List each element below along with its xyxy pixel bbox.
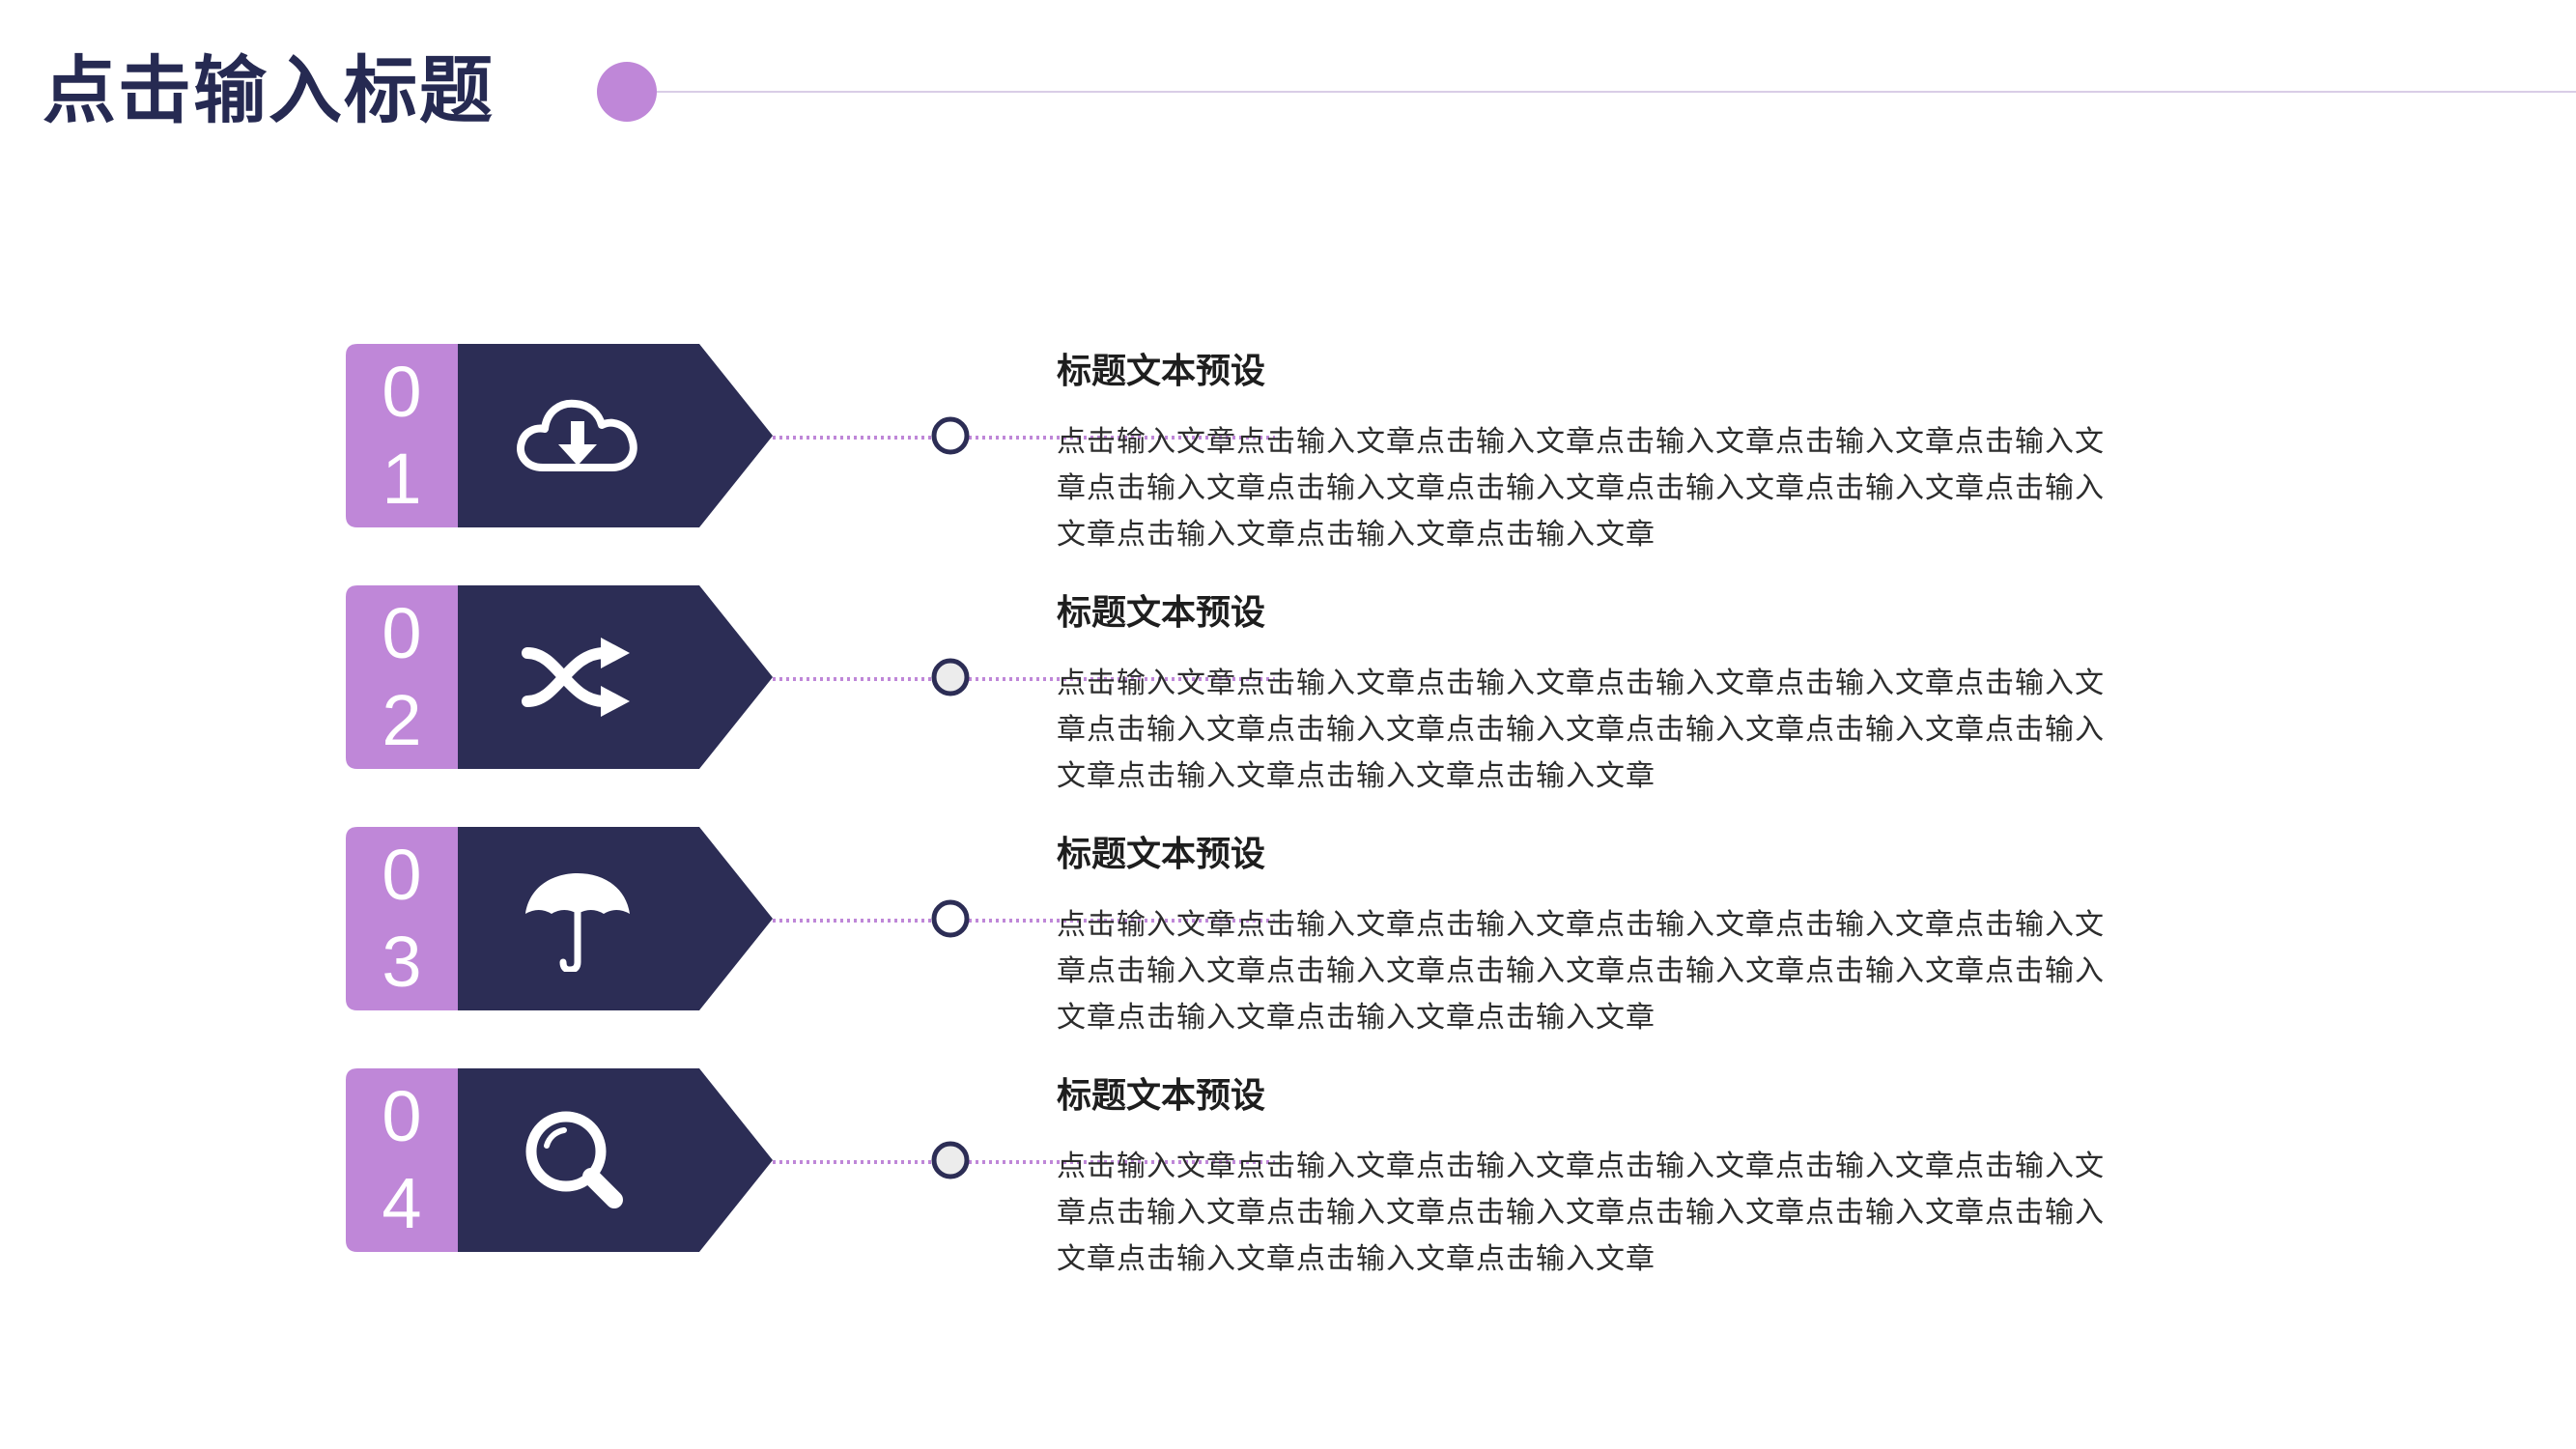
- connector-node-circle: [931, 899, 970, 938]
- item-number-digit: 4: [382, 1163, 422, 1243]
- list-item-3: 0 3 标题文本预设 点击输入文章点击输入文章点击输入文章点击输入文章点击输入文…: [346, 827, 2181, 1035]
- item-connector: [773, 677, 1275, 681]
- item-body-text: 点击输入文章点击输入文章点击输入文章点击输入文章点击输入文章点击输入文章点击输入…: [1057, 667, 2105, 793]
- page-title: 点击输入标题: [42, 47, 495, 133]
- item-body-text: 点击输入文章点击输入文章点击输入文章点击输入文章点击输入文章点击输入文章点击输入…: [1057, 908, 2105, 1035]
- item-body-text: 点击输入文章点击输入文章点击输入文章点击输入文章点击输入文章点击输入文章点击输入…: [1057, 425, 2105, 552]
- item-number-digit: 2: [382, 680, 422, 760]
- item-number-digit: 0: [382, 352, 422, 432]
- item-connector: [773, 436, 1275, 440]
- item-number-digit: 0: [382, 593, 422, 673]
- search-icon: [510, 1107, 645, 1213]
- list-item-4: 0 4 标题文本预设 点击输入文章点击输入文章点击输入文章点击输入文章点击输入文…: [346, 1068, 2181, 1276]
- list-item-1: 0 1 标题文本预设 点击输入文章点击输入文章点击输入文章点击输入文章点击输入文…: [346, 344, 2181, 552]
- item-heading: 标题文本预设: [1057, 593, 1266, 633]
- item-connector: [773, 1160, 1275, 1164]
- cloud-download-icon: [510, 383, 645, 489]
- item-number-digit: 3: [382, 922, 422, 1002]
- shuffle-icon: [510, 624, 645, 730]
- connector-node-circle: [931, 658, 970, 696]
- connector-node-circle: [931, 416, 970, 455]
- item-badge: 0 2: [346, 585, 809, 769]
- item-heading: 标题文本预设: [1057, 835, 1266, 874]
- item-badge: 0 3: [346, 827, 809, 1010]
- list-item-2: 0 2 标题文本预设 点击输入文章点击输入文章点击输入文章点击输入文章点击输入文…: [346, 585, 2181, 793]
- item-badge: 0 4: [346, 1068, 809, 1252]
- title-divider: [657, 91, 2576, 93]
- title-accent-dot: [597, 62, 657, 122]
- item-badge: 0 1: [346, 344, 809, 527]
- item-number-digit: 0: [382, 835, 422, 915]
- item-heading: 标题文本预设: [1057, 1076, 1266, 1116]
- umbrella-icon: [510, 866, 645, 974]
- item-connector: [773, 919, 1275, 923]
- item-number-digit: 1: [382, 439, 422, 519]
- item-heading: 标题文本预设: [1057, 352, 1266, 391]
- connector-node-circle: [931, 1141, 970, 1179]
- item-body-text: 点击输入文章点击输入文章点击输入文章点击输入文章点击输入文章点击输入文章点击输入…: [1057, 1150, 2105, 1276]
- item-number-digit: 0: [382, 1076, 422, 1156]
